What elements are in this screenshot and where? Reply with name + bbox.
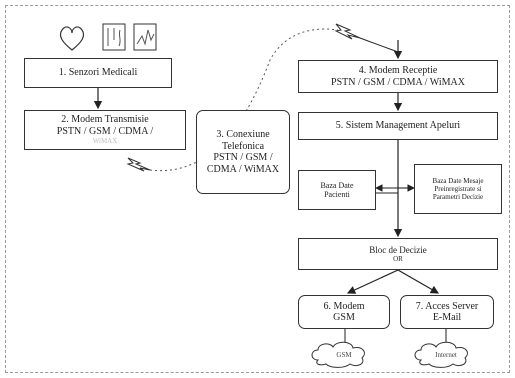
messages-db-line2: Preinregistrate si bbox=[434, 184, 482, 193]
connection-line2: Telefonica bbox=[221, 140, 265, 152]
messages-db-line1: Baza Date Mesaje bbox=[432, 176, 484, 185]
lightning-link-icon bbox=[334, 23, 361, 40]
cloud-internet-label: Internet bbox=[435, 351, 457, 359]
diagram-frame bbox=[5, 5, 510, 373]
patients-db-line2: Pacienti bbox=[324, 190, 350, 199]
messages-db-line3: Parametri Decizie bbox=[432, 193, 484, 202]
modem-gsm-line2: GSM bbox=[333, 312, 355, 323]
cloud-icon bbox=[311, 341, 365, 368]
ecg-sensor-icon bbox=[133, 23, 157, 51]
messages-db-box: Baza Date Mesaje Preinregistrate si Para… bbox=[414, 164, 502, 214]
email-server-line1: 7. Acces Server bbox=[415, 300, 479, 312]
decision-box: Bloc de Decizie OR bbox=[298, 238, 498, 270]
decision-subtitle: OR bbox=[393, 255, 403, 264]
modem-rx-box: 4. Modem Receptie PSTN / GSM / CDMA / Wi… bbox=[298, 60, 498, 93]
decision-title: Bloc de Decizie bbox=[369, 244, 427, 255]
modem-gsm-box: 6. Modem GSM bbox=[298, 295, 390, 329]
modem-tx-protocols: PSTN / GSM / CDMA / bbox=[56, 125, 154, 137]
cloud-icon bbox=[414, 341, 468, 368]
call-mgmt-label: 5. Sistem Management Apeluri bbox=[335, 120, 461, 132]
modem-rx-title: 4. Modem Receptie bbox=[358, 65, 438, 76]
heart-sensor-icon bbox=[59, 26, 85, 51]
patients-db-box: Baza Date Pacienti bbox=[298, 170, 376, 210]
connection-line1: 3. Conexiune bbox=[216, 129, 270, 140]
email-server-box: 7. Acces Server E-Mail bbox=[400, 295, 494, 329]
call-mgmt-box: 5. Sistem Management Apeluri bbox=[298, 112, 498, 140]
modem-tx-title: 2. Modem Transmisie bbox=[61, 114, 149, 126]
modem-gsm-line1: 6. Modem bbox=[323, 300, 365, 312]
cloud-gsm-label: GSM bbox=[336, 351, 352, 359]
modem-tx-protocols-cont: WiMAX bbox=[92, 137, 118, 146]
connection-line4: CDMA / WiMAX bbox=[206, 163, 280, 175]
modem-rx-protocols: PSTN / GSM / CDMA / WiMAX bbox=[331, 76, 465, 88]
modem-tx-box: 2. Modem Transmisie PSTN / GSM / CDMA / … bbox=[24, 110, 186, 150]
email-server-line2: E-Mail bbox=[432, 312, 462, 323]
sensors-box: 1. Senzori Medicali bbox=[24, 58, 172, 88]
lightning-link-icon bbox=[126, 157, 151, 172]
connection-line3: PSTN / GSM / bbox=[213, 152, 273, 163]
connection-box: 3. Conexiune Telefonica PSTN / GSM / CDM… bbox=[196, 110, 290, 194]
sensors-label: 1. Senzori Medicali bbox=[58, 67, 138, 79]
patients-db-line1: Baza Date bbox=[320, 180, 354, 190]
pressure-sensor-icon bbox=[102, 23, 126, 51]
